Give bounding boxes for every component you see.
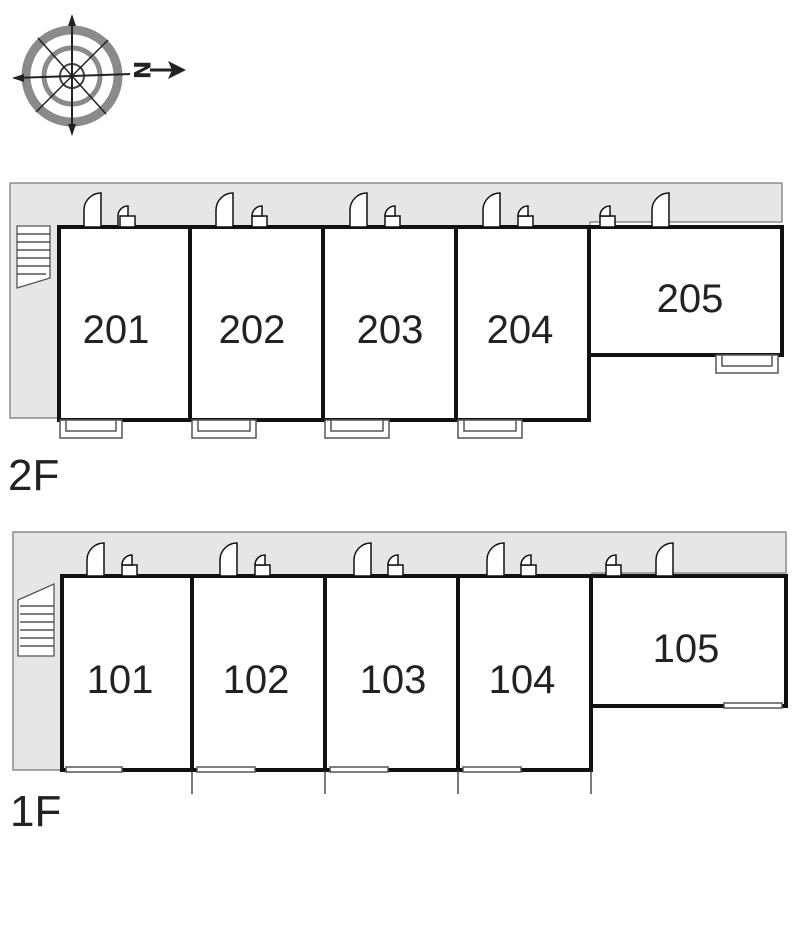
floor-1f: 101 102 103 104 105 [10, 531, 788, 836]
room-201 [57, 225, 192, 422]
room-102 [190, 574, 327, 772]
room-label: 204 [487, 308, 554, 352]
room-label: 203 [357, 308, 424, 352]
room-203 [321, 225, 458, 422]
room-204 [454, 225, 591, 422]
room-103 [323, 574, 460, 772]
room-label: 101 [87, 658, 154, 702]
room-105 [589, 574, 788, 708]
windows-1f [65, 702, 783, 794]
north-label: N [128, 61, 153, 79]
room-label: 102 [223, 658, 290, 702]
stairs-1f [17, 582, 55, 657]
stairs-2f [16, 225, 51, 289]
room-label: 103 [360, 658, 427, 702]
room-label: 202 [219, 308, 286, 352]
room-202 [188, 225, 325, 422]
room-label: 105 [653, 627, 720, 671]
room-104 [456, 574, 593, 772]
room-label: 205 [657, 277, 724, 321]
floor-2f: 201 202 203 204 205 [8, 182, 784, 500]
room-205 [587, 225, 784, 357]
room-label: 104 [489, 658, 556, 702]
compass-rose-icon [12, 14, 186, 136]
balconies-2f [59, 354, 779, 439]
floor-label-2f: 2F [8, 451, 59, 500]
doors-2f [83, 192, 670, 228]
room-label: 201 [83, 308, 150, 352]
compass: N [12, 14, 186, 136]
doors-1f [86, 542, 674, 577]
floor-label-1f: 1F [10, 787, 61, 836]
